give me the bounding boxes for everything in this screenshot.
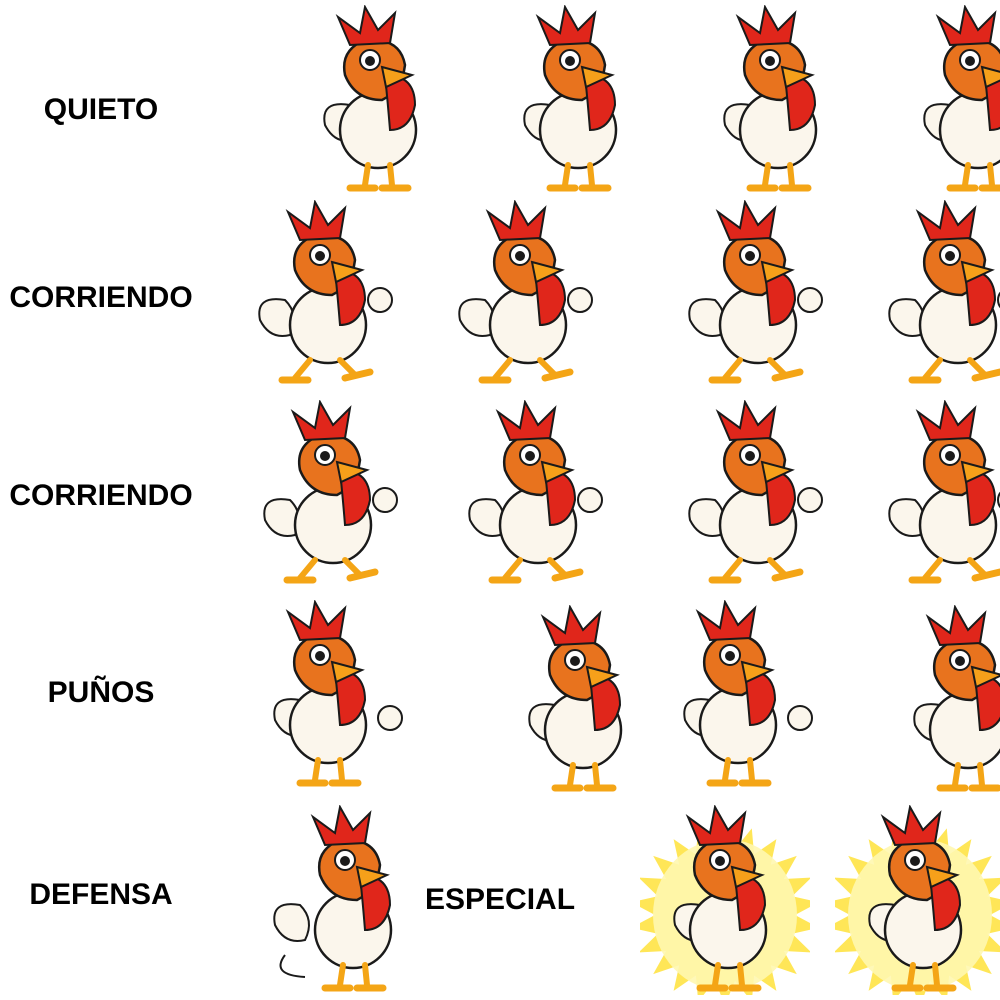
row-label-punos: PUÑOS [47, 676, 155, 709]
frame-idle-4 [890, 5, 1000, 195]
row-label-corriendo-1: CORRIENDO [9, 281, 193, 314]
frame-run-a-1 [240, 200, 410, 390]
frame-punch-1 [240, 600, 410, 790]
rooster-run-icon [688, 200, 823, 384]
frame-run-a-2 [440, 200, 610, 390]
rooster-run-icon [263, 400, 398, 584]
frame-idle-3 [690, 5, 860, 195]
rooster-idle-icon [923, 5, 1000, 192]
row-label-defensa: DEFENSA [29, 878, 173, 911]
frame-run-b-1 [245, 400, 415, 590]
rooster-idle-icon [528, 605, 623, 792]
rooster-idle-icon [723, 5, 818, 192]
row-label-quieto: QUIETO [43, 93, 159, 126]
rooster-run-icon [888, 200, 1000, 384]
frame-idle-2 [490, 5, 660, 195]
rooster-idle-icon [523, 5, 618, 192]
rooster-special-aura-icon [835, 805, 1000, 995]
rooster-run-icon [468, 400, 603, 584]
frame-defend-1 [265, 805, 435, 995]
frame-run-a-3 [670, 200, 840, 390]
rooster-run-icon [688, 400, 823, 584]
frame-punch-3 [650, 600, 820, 790]
special-label: ESPECIAL [424, 883, 576, 916]
frame-special-1 [640, 805, 810, 995]
frame-punch-4 [880, 605, 1000, 795]
row-label-corriendo-2: CORRIENDO [9, 479, 193, 512]
frame-run-b-2 [450, 400, 620, 590]
rooster-punch-icon [273, 600, 403, 787]
rooster-defend-icon [273, 805, 393, 992]
frame-run-b-4 [870, 400, 1000, 590]
rooster-run-icon [888, 400, 1000, 584]
rooster-run-icon [258, 200, 393, 384]
frame-idle-1 [290, 5, 460, 195]
rooster-punch-icon [683, 600, 813, 787]
frame-run-b-3 [670, 400, 840, 590]
rooster-idle-icon [323, 5, 418, 192]
frame-run-a-4 [870, 200, 1000, 390]
rooster-run-icon [458, 200, 593, 384]
frame-punch-2 [495, 605, 665, 795]
frame-special-2 [835, 805, 1000, 995]
rooster-special-aura-icon [640, 805, 810, 995]
rooster-idle-icon [913, 605, 1000, 792]
